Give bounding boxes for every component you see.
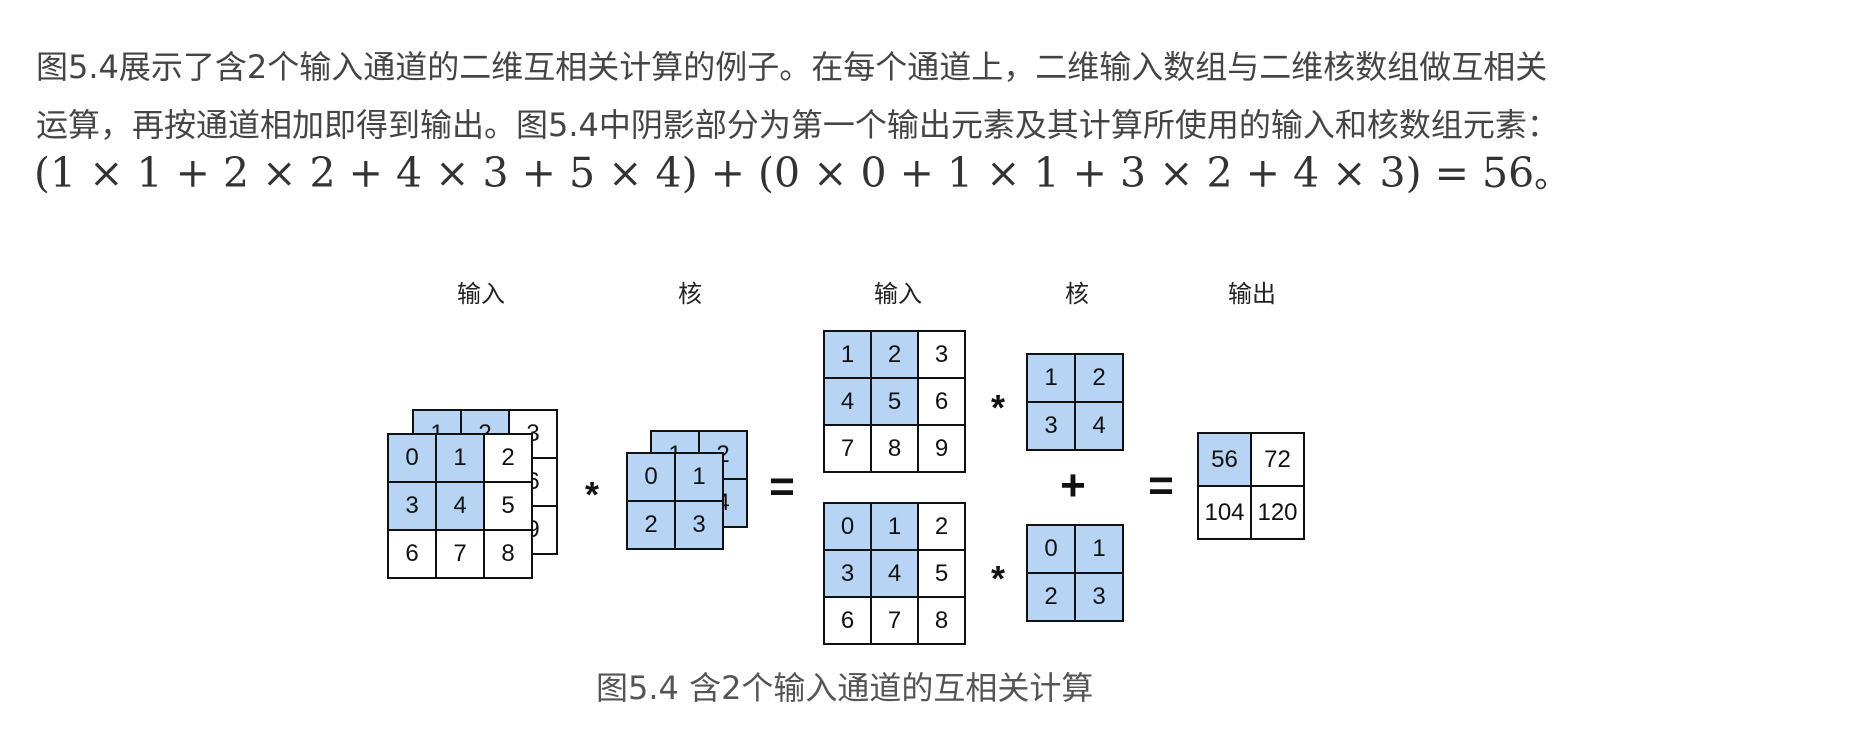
grid-cell: 9 xyxy=(917,424,966,473)
grid-cell: 8 xyxy=(870,424,919,473)
grid-cell: 56 xyxy=(1197,432,1252,487)
grid-cell: 4 xyxy=(870,549,919,598)
grid-cell: 5 xyxy=(870,377,919,426)
grid-cell: 6 xyxy=(917,377,966,426)
equals-operator: = xyxy=(769,462,795,511)
label-input-stacked: 输入 xyxy=(457,281,505,308)
grid-cell: 7 xyxy=(435,529,485,579)
grid-cell: 72 xyxy=(1250,432,1305,487)
grid-cell: 3 xyxy=(387,481,437,531)
label-kernel-stacked: 核 xyxy=(678,281,702,308)
grid-cell: 6 xyxy=(387,529,437,579)
grid-cell: 4 xyxy=(823,377,872,426)
grid-cell: 7 xyxy=(870,596,919,645)
grid-cell: 4 xyxy=(435,481,485,531)
grid-cell: 5 xyxy=(483,481,533,531)
grid-cell: 1 xyxy=(435,433,485,483)
figure-caption: 图5.4 含2个输入通道的互相关计算 xyxy=(596,669,1094,707)
grid-cell: 2 xyxy=(870,330,919,379)
grid-cell: 8 xyxy=(483,529,533,579)
grid-cell: 5 xyxy=(917,549,966,598)
grid-cell: 0 xyxy=(1026,524,1076,574)
grid-cell: 1 xyxy=(1026,353,1076,403)
grid-cell: 1 xyxy=(870,502,919,551)
label-input-channels: 输入 xyxy=(874,281,922,308)
multiply-operator-channel-0: * xyxy=(990,558,1006,599)
grid-cell: 7 xyxy=(823,424,872,473)
grid-cell: 2 xyxy=(1026,572,1076,622)
grid-cell: 1 xyxy=(1074,524,1124,574)
plus-operator: + xyxy=(1060,461,1086,510)
grid-cell: 6 xyxy=(823,596,872,645)
label-kernel-channels: 核 xyxy=(1065,281,1089,308)
multiply-operator: * xyxy=(584,474,600,515)
paragraph-line-2: 运算，再按通道相加即得到输出。图5.4中阴影部分为第一个输出元素及其计算所使用的… xyxy=(36,106,1559,144)
grid-cell: 120 xyxy=(1250,485,1305,540)
grid-cell: 3 xyxy=(1026,401,1076,451)
grid-cell: 1 xyxy=(674,452,724,502)
grid-cell: 3 xyxy=(917,330,966,379)
formula-math: (1 × 1 + 2 × 2 + 4 × 3 + 5 × 4) + (0 × 0… xyxy=(34,149,1535,197)
grid-cell: 2 xyxy=(917,502,966,551)
grid-cell: 1 xyxy=(823,330,872,379)
grid-cell: 3 xyxy=(1074,572,1124,622)
grid-cell: 2 xyxy=(483,433,533,483)
paragraph-line-1: 图5.4展示了含2个输入通道的二维互相关计算的例子。在每个通道上，二维输入数组与… xyxy=(36,48,1548,86)
explanation-paragraph: 图5.4展示了含2个输入通道的二维互相关计算的例子。在每个通道上，二维输入数组与… xyxy=(36,38,1756,154)
grid-cell: 0 xyxy=(387,433,437,483)
grid-cell: 2 xyxy=(626,500,676,550)
grid-cell: 3 xyxy=(823,549,872,598)
formula: (1 × 1 + 2 × 2 + 4 × 3 + 5 × 4) + (0 × 0… xyxy=(34,148,1568,197)
grid-cell: 3 xyxy=(674,500,724,550)
formula-end-mark: 。 xyxy=(1534,156,1569,196)
equals-operator-output: = xyxy=(1148,461,1174,510)
grid-cell: 0 xyxy=(823,502,872,551)
grid-cell: 8 xyxy=(917,596,966,645)
grid-cell: 104 xyxy=(1197,485,1252,540)
multiply-operator-channel-1: * xyxy=(990,387,1006,428)
grid-cell: 2 xyxy=(1074,353,1124,403)
grid-cell: 4 xyxy=(1074,401,1124,451)
label-output: 输出 xyxy=(1228,281,1276,308)
grid-cell: 0 xyxy=(626,452,676,502)
